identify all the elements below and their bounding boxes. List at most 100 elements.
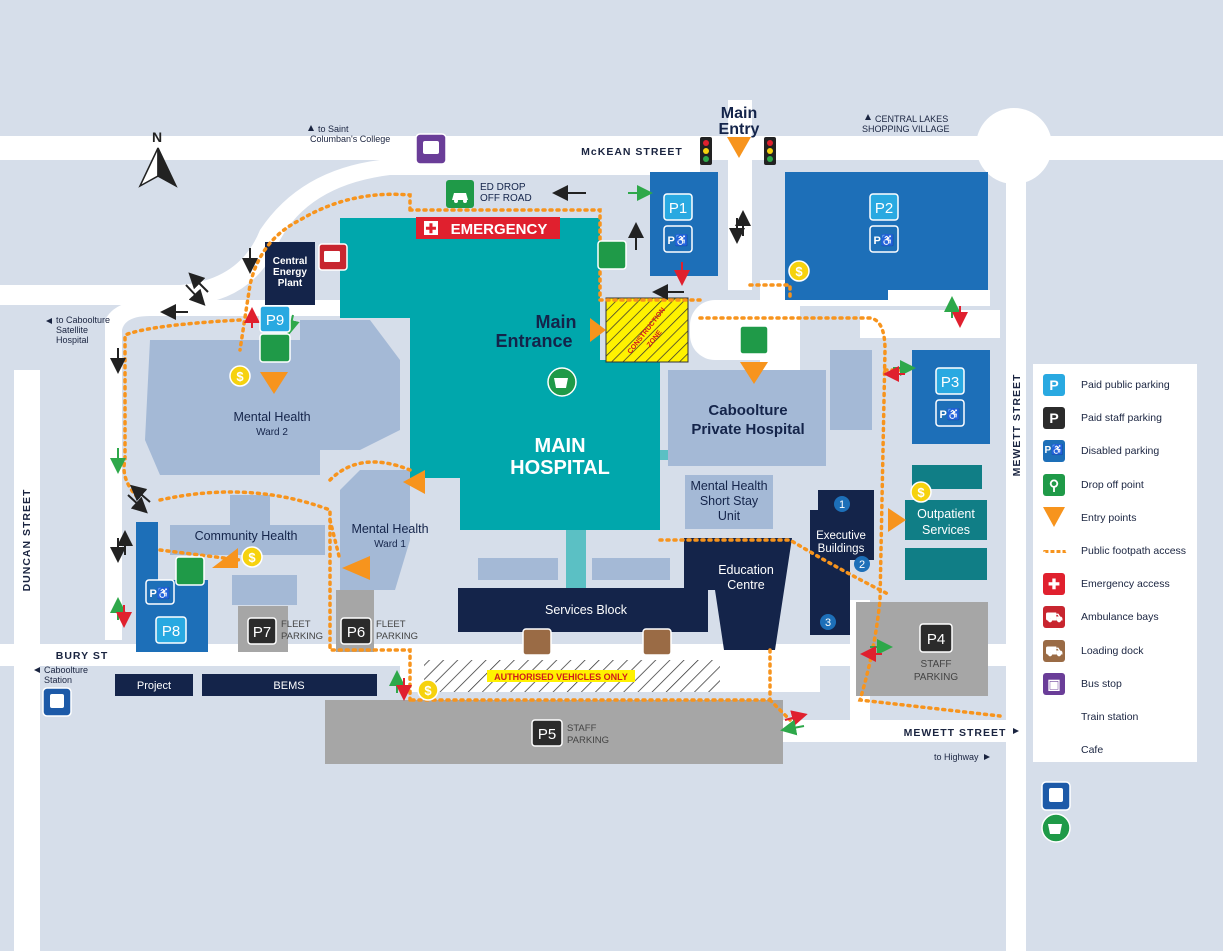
p7-fleet-label-1: FLEET [281, 619, 311, 630]
executive-building-numbers: 1 2 3 [820, 496, 870, 630]
exec-number-1-icon [834, 496, 850, 512]
footpath-icon [1043, 550, 1067, 553]
caboolture-satellite-label-2: Satellite [56, 325, 88, 335]
p7-badge [247, 617, 277, 645]
legend-item: Entry points [1043, 506, 1193, 531]
caboolture-private-hospital-building [668, 370, 826, 466]
legend-label: Drop off point [1081, 478, 1144, 491]
arrow-ring-diag-2 [188, 272, 209, 293]
dollar-icon-outpatient [910, 481, 932, 503]
mental-health-ward2-building [145, 320, 400, 475]
p2-label: P2 [875, 200, 893, 217]
executive-buildings-label-2: Buildings [818, 543, 865, 555]
education-centre-building [684, 538, 792, 650]
ed-drop-label-2: OFF ROAD [480, 193, 532, 204]
mental-health-ward1-building [340, 470, 410, 590]
exec-number-3-icon [820, 614, 836, 630]
legend-label: Paid public parking [1081, 379, 1170, 391]
duncan-street-label: DUNCAN STREET [21, 489, 33, 592]
footpath-south [408, 648, 792, 722]
outpatient-label-2: Services [922, 523, 970, 537]
caboolture-station-direction-icon [34, 667, 40, 673]
dollar-icon-community [241, 546, 263, 568]
bems-label: BEMS [273, 680, 304, 692]
drop-off-icon-p8 [175, 556, 205, 586]
p5-label: P5 [538, 726, 556, 743]
p8-badge [155, 616, 187, 644]
dollar-icon-p5 [417, 679, 439, 701]
services-block-building [458, 588, 708, 632]
entry-point-icon-ward2 [260, 372, 288, 394]
to-highway-label: to Highway [934, 752, 979, 762]
legend-item: Public footpath access [1043, 540, 1193, 564]
outpatient-label-1: Outpatient [917, 507, 975, 521]
p4-staff-label-1: STAFF [921, 659, 952, 670]
staff-parking-badges: P4 STAFF PARKING P5 STAFF PARKING P7 FLE… [247, 617, 958, 747]
outpatient-south-block [905, 548, 987, 580]
p5-badge [531, 719, 563, 747]
caboolture-private-label-2: Private Hospital [691, 421, 804, 438]
drop-off-points [175, 240, 769, 586]
mewett-street-horizontal-road [760, 720, 1010, 742]
loading-dock-icon: ⛟ [1043, 639, 1065, 662]
emergency-label: EMERGENCY [451, 221, 548, 238]
education-centre-label-2: Centre [727, 578, 765, 592]
mckean-street-label: McKEAN STREET [581, 146, 683, 158]
p6-label: P6 [347, 624, 365, 641]
main-hospital-link [566, 530, 586, 590]
p5-staff-label-2: PARKING [567, 735, 609, 746]
direction-labels: to Saint Columban's College CENTRAL LAKE… [34, 114, 990, 762]
legend-label: Cafe [1081, 744, 1104, 757]
highway-direction-icon [984, 754, 990, 760]
entry-point-icon-community [212, 548, 238, 568]
legend-label: Bus stop [1081, 677, 1122, 690]
footpath-west [122, 318, 242, 502]
duncan-street-road [14, 370, 40, 951]
legend-label: Ambulance bays [1081, 611, 1159, 624]
mental-health-label: Mental Health [233, 410, 310, 424]
p2-badge [869, 193, 899, 221]
caboolture-private-annex [830, 350, 872, 430]
saint-columbans-direction-icon [308, 125, 314, 131]
exec-number-3: 3 [825, 617, 831, 629]
authorised-vehicles-text: AUTHORISED VEHICLES ONLY [494, 672, 628, 682]
p6-fleet-label-2: PARKING [376, 631, 418, 642]
legend-item: ⛟Loading dock [1043, 639, 1193, 664]
exec-number-2-icon [854, 556, 870, 572]
p1-badge [663, 193, 693, 221]
mewett-street-label-vertical: MEWETT STREET [1011, 374, 1023, 477]
p8-disabled-label: P♿ [149, 587, 170, 600]
footpath-ward1 [328, 460, 412, 562]
construction-zone [605, 297, 689, 363]
arrow-mewett-east [784, 710, 808, 726]
mewett-street-vertical-road [1006, 140, 1026, 951]
main-entry-label-2: Entry [719, 121, 760, 138]
services-link-west [478, 558, 558, 580]
parking-badges: P1 P♿ P2 P♿ P3 P♿ P♿ P8 P9 [145, 193, 965, 644]
p6-fleet-label-1: FLEET [376, 619, 406, 630]
footpath-p2 [748, 283, 792, 302]
caboolture-satellite-label-3: Hospital [56, 335, 89, 345]
central-energy-label-3: Plant [278, 278, 303, 289]
footpath-education [658, 538, 892, 597]
mental-health-ward1-sublabel: Ward 1 [374, 539, 406, 550]
entry-point-icon-main [590, 318, 606, 342]
mh-short-stay-label-3: Unit [718, 509, 741, 523]
entry-point-icon-ward1-north [403, 470, 425, 494]
p1-car-park [650, 172, 718, 276]
building-labels: Central Energy Plant Main Entrance MAIN … [137, 256, 975, 692]
loading-dock-icon-west [522, 628, 552, 656]
traffic-lights [700, 137, 776, 165]
p9-badge [259, 305, 291, 333]
arrow-west-diag-2 [129, 484, 151, 503]
legend-item: Cafe [1043, 739, 1193, 763]
exec-number-2: 2 [859, 559, 865, 571]
drop-off-icon-p9 [259, 333, 291, 363]
legend-item: ⚲Drop off point [1043, 473, 1193, 498]
cafe-icon [1043, 739, 1065, 761]
saint-columbans-label-1: to Saint [318, 124, 349, 134]
p1-disabled-icon [663, 225, 693, 253]
community-health-label: Community Health [195, 529, 298, 543]
entry-point-icon-private [740, 362, 768, 384]
